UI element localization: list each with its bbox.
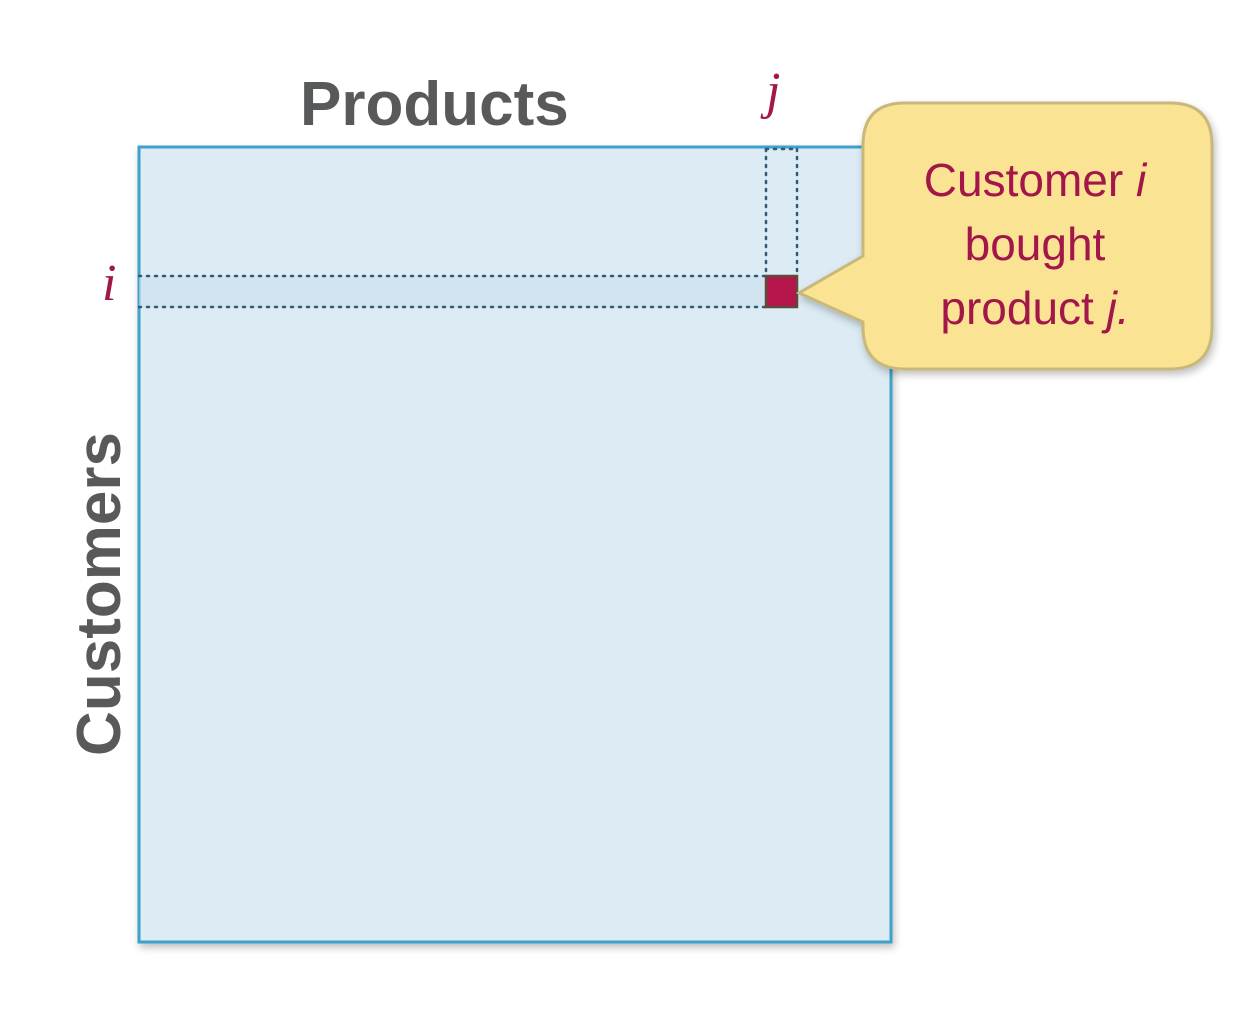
row-i-band	[139, 276, 766, 307]
callout-line-2: bought	[964, 218, 1106, 270]
callout-line-3: product j.	[880, 276, 1190, 340]
callout-var-i: i	[1135, 154, 1147, 206]
customers-axis-title: Customers	[65, 432, 134, 756]
callout-word-product: product	[940, 282, 1094, 334]
customer-product-matrix	[137, 145, 893, 944]
column-index-label: j	[766, 63, 781, 120]
row-index-label: i	[102, 255, 117, 312]
callout-text: Customer i bought product j.	[880, 148, 1190, 340]
callout-bubble	[795, 101, 1214, 371]
products-axis-title: Products	[300, 70, 569, 139]
highlight-cell-ij	[764, 274, 799, 309]
callout-word-customer: Customer	[923, 154, 1124, 206]
callout-line-1: Customer i	[880, 148, 1190, 212]
callout-var-j: j.	[1106, 282, 1130, 334]
